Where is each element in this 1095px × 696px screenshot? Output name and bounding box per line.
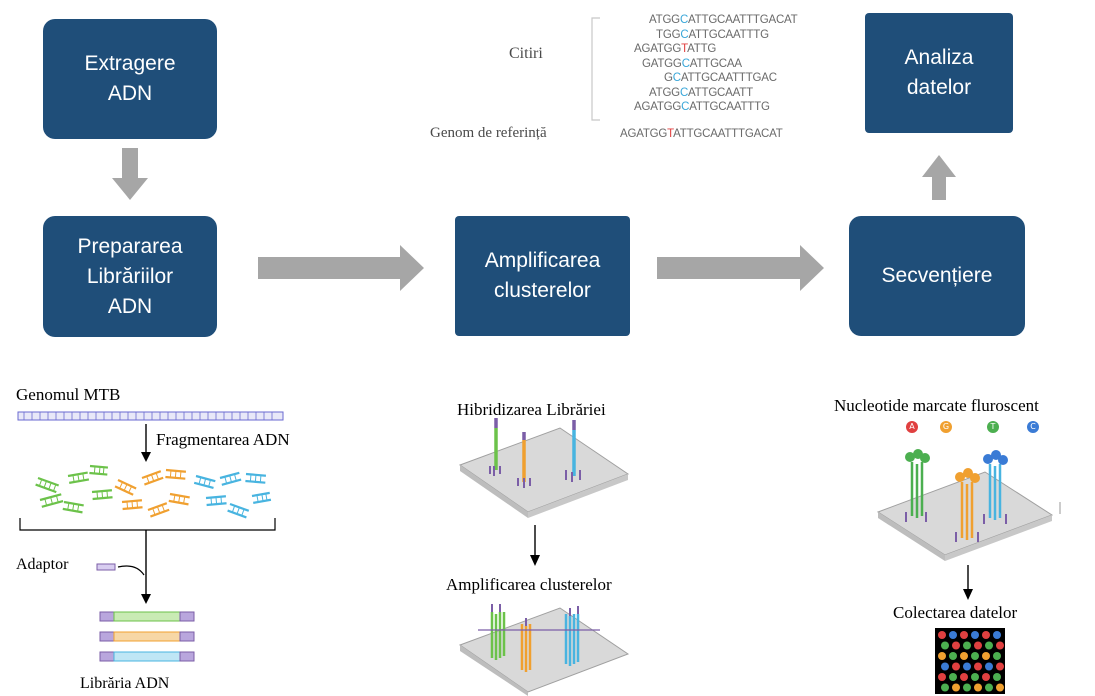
signal-spot xyxy=(941,683,949,692)
signal-spot xyxy=(960,652,968,660)
signal-spot xyxy=(938,673,946,681)
nucleotide-markers xyxy=(906,421,1039,433)
read-line: ATGGCATTGCAATT xyxy=(649,86,753,99)
reference-sequence: AGATGGTATTGCAATTTGACAT xyxy=(620,128,783,140)
signal-spot xyxy=(949,673,957,681)
sequencing-arrow xyxy=(963,565,973,600)
signal-spot xyxy=(938,652,946,660)
signal-spot xyxy=(996,662,1004,671)
arrow-up-sequencing xyxy=(922,155,956,200)
signal-spot xyxy=(974,641,982,650)
flow-arrows xyxy=(112,148,956,291)
signal-spot xyxy=(996,641,1004,650)
signal-spot xyxy=(985,683,993,692)
signal-spot xyxy=(938,631,946,639)
fragmentation-label: Fragmentarea ADN xyxy=(156,430,290,449)
nucleotide-t-marker xyxy=(987,421,999,433)
genome-label: Genomul MTB xyxy=(16,385,121,404)
cluster-arrow xyxy=(530,525,540,566)
signal-spot xyxy=(952,641,960,650)
reads-block: ATGGCATTGCAATTTGACAT TGGCATTGCAATTTG AGATG… xyxy=(604,14,834,124)
nucleotide-g-marker xyxy=(940,421,952,433)
library-arrow xyxy=(141,530,151,604)
step-sequencing-box: Secvențiere xyxy=(849,216,1025,336)
signal-spot xyxy=(941,641,949,650)
signal-spot xyxy=(960,631,968,639)
signal-spot xyxy=(985,662,993,671)
signal-spot xyxy=(963,662,971,671)
reads-bracket xyxy=(591,17,600,121)
flowcell-sequencing xyxy=(876,449,1054,561)
signal-spot xyxy=(949,652,957,660)
nucleotide-letter: T xyxy=(990,422,996,431)
signal-spot xyxy=(960,673,968,681)
signal-spot xyxy=(952,662,960,671)
collection-label: Colectarea datelor xyxy=(893,603,1018,622)
data-collection-image xyxy=(935,628,1005,694)
signal-spot xyxy=(985,641,993,650)
genome-strand xyxy=(17,411,284,421)
fragmentation-arrow xyxy=(141,424,151,462)
signal-spot xyxy=(971,673,979,681)
signal-spot xyxy=(941,662,949,671)
arrow-right-cluster xyxy=(657,245,824,291)
read-line: GCATTGCAATTTGAC xyxy=(664,72,777,84)
nucleotide-a-marker xyxy=(906,421,918,433)
read-line: AGATGGCATTGCAATTTG xyxy=(634,101,770,113)
signal-spot xyxy=(974,662,982,671)
signal-spot xyxy=(974,683,982,692)
flowcell-amplification xyxy=(458,604,630,696)
nucleotide-letter: A xyxy=(909,422,915,431)
signal-spot xyxy=(963,641,971,650)
arrow-down-extract xyxy=(112,148,148,200)
library-constructs xyxy=(99,611,195,662)
arrow-right-library xyxy=(258,245,424,291)
reads-label: Citiri xyxy=(509,45,543,62)
library-label: Librăria ADN xyxy=(80,675,170,692)
signal-spot xyxy=(993,631,1001,639)
signal-spot xyxy=(949,631,957,639)
nucleotide-letter: G xyxy=(942,422,950,431)
nucleotides-label: Nucleotide marcate fluroscent xyxy=(834,396,1039,415)
amplification-label: Amplificarea clusterelor xyxy=(446,575,612,594)
signal-spot xyxy=(993,652,1001,660)
fragments-bracket xyxy=(19,518,276,531)
reference-label: Genom de referință xyxy=(430,125,547,141)
step-library-box: Prepararea Librăriilor ADN xyxy=(43,216,217,337)
adaptor-label: Adaptor xyxy=(16,556,69,573)
step-extract-box: Extragere ADN xyxy=(43,19,217,139)
read-line: GATGGCATTGCAA xyxy=(642,57,742,70)
hybridization-label: Hibridizarea Librăriei xyxy=(457,400,606,419)
step-analysis-box: Analiza datelor xyxy=(865,13,1013,133)
signal-spot xyxy=(952,683,960,692)
signal-spot xyxy=(963,683,971,692)
signal-spot xyxy=(982,673,990,681)
signal-spot xyxy=(982,631,990,639)
nucleotide-c-marker xyxy=(1027,421,1039,433)
step-cluster-box: Amplificarea clusterelor xyxy=(455,216,630,336)
read-line: ATGGCATTGCAATTTGACAT xyxy=(649,14,798,26)
adaptor-glyph xyxy=(96,563,145,576)
signal-spot xyxy=(982,652,990,660)
signal-spot xyxy=(996,683,1004,692)
dna-fragments xyxy=(35,464,272,519)
flowcell-hybridization xyxy=(458,418,630,518)
signal-spot xyxy=(971,652,979,660)
signal-spot xyxy=(971,631,979,639)
nucleotide-letter: C xyxy=(1030,422,1036,431)
signal-spot xyxy=(993,673,1001,681)
read-line: AGATGGTATTG xyxy=(634,43,717,55)
read-line: TGGCATTGCAATTTG xyxy=(656,28,769,41)
